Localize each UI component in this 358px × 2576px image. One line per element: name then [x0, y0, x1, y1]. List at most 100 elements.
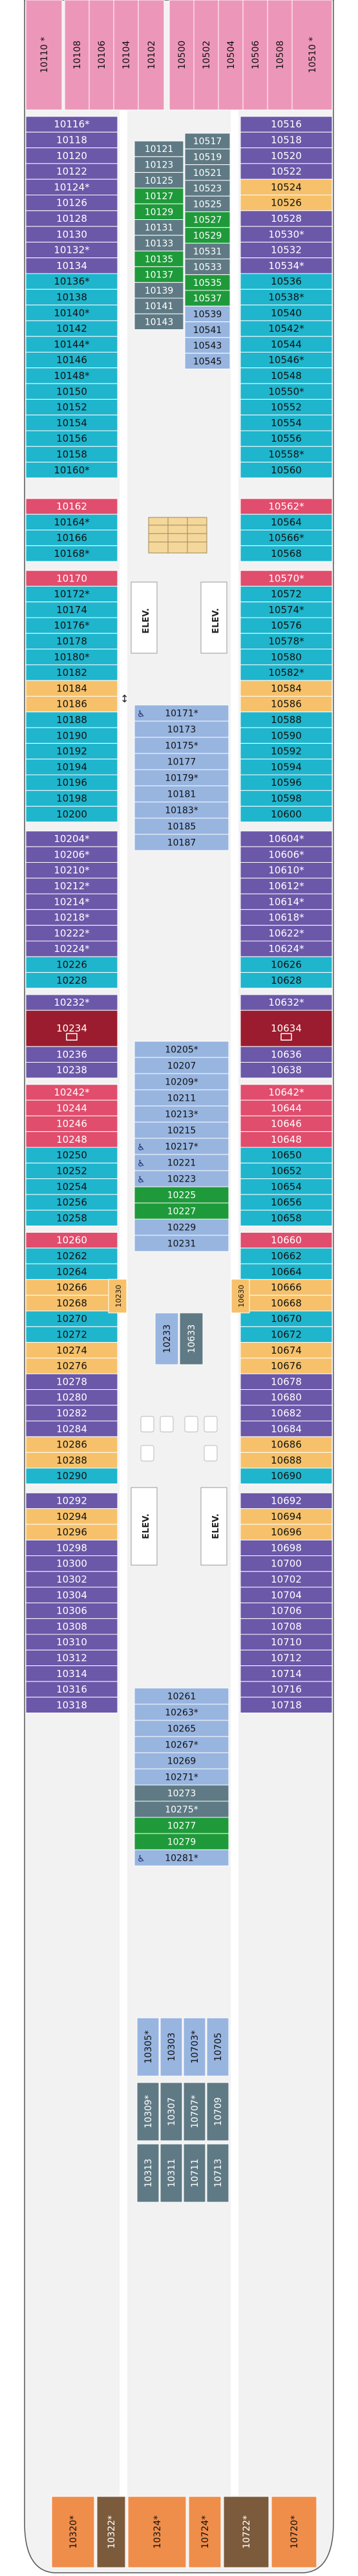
cabin-10175[interactable]: 10175* — [134, 737, 229, 754]
cabin-10284[interactable]: 10284 — [25, 1420, 118, 1437]
cabin-10704[interactable]: 10704 — [240, 1586, 333, 1603]
cabin-10648[interactable]: 10648 — [240, 1131, 333, 1148]
cabin-10276[interactable]: 10276 — [25, 1358, 118, 1374]
cabin-10210[interactable]: 10210* — [25, 862, 118, 879]
cabin-10707[interactable]: 10707* — [183, 2082, 206, 2141]
cabin-10156[interactable]: 10156 — [25, 430, 118, 447]
cabin-10260[interactable]: 10260 — [25, 1232, 118, 1249]
cabin-10290[interactable]: 10290 — [25, 1467, 118, 1484]
cabin-10234[interactable]: 10234 — [25, 1010, 118, 1047]
cabin-10225[interactable]: 10225 — [134, 1186, 229, 1204]
cabin-10618[interactable]: 10618* — [240, 909, 333, 926]
cabin-10610[interactable]: 10610* — [240, 862, 333, 879]
cabin-10560[interactable]: 10560 — [240, 462, 333, 479]
cabin-10124[interactable]: 10124* — [25, 179, 118, 196]
cabin-10279[interactable]: 10279 — [134, 1833, 229, 1850]
cabin-10311[interactable]: 10311 — [160, 2143, 183, 2203]
cabin-10694[interactable]: 10694 — [240, 1508, 333, 1525]
cabin-10658[interactable]: 10658 — [240, 1209, 333, 1226]
cabin-10708[interactable]: 10708 — [240, 1618, 333, 1635]
cabin-10278[interactable]: 10278 — [25, 1373, 118, 1390]
cabin-10217[interactable]: 10217*♿ — [134, 1138, 229, 1155]
cabin-10592[interactable]: 10592 — [240, 742, 333, 760]
cabin-10192[interactable]: 10192 — [25, 742, 118, 760]
cabin-10600[interactable]: 10600 — [240, 806, 333, 823]
cabin-10227[interactable]: 10227 — [134, 1202, 229, 1220]
cabin-10294[interactable]: 10294 — [25, 1508, 118, 1525]
cabin-10624[interactable]: 10624* — [240, 940, 333, 957]
cabin-10628[interactable]: 10628 — [240, 972, 333, 989]
cabin-10525[interactable]: 10525 — [184, 195, 231, 213]
cabin-10724[interactable]: 10724* — [188, 2496, 222, 2568]
cabin-10703[interactable]: 10703* — [183, 2017, 206, 2077]
cabin-10696[interactable]: 10696 — [240, 1524, 333, 1541]
cabin-10672[interactable]: 10672 — [240, 1326, 333, 1343]
cabin-10588[interactable]: 10588 — [240, 711, 333, 728]
cabin-10314[interactable]: 10314 — [25, 1665, 118, 1682]
cabin-10206[interactable]: 10206* — [25, 846, 118, 863]
cabin-10126[interactable]: 10126 — [25, 195, 118, 211]
cabin-10684[interactable]: 10684 — [240, 1420, 333, 1437]
cabin-10188[interactable]: 10188 — [25, 711, 118, 728]
cabin-10710[interactable]: 10710 — [240, 1634, 333, 1651]
cabin-10127[interactable]: 10127 — [134, 188, 184, 204]
cabin-10248[interactable]: 10248 — [25, 1131, 118, 1148]
cabin-10141[interactable]: 10141 — [134, 298, 184, 314]
cabin-10212[interactable]: 10212* — [25, 878, 118, 894]
cabin-10638[interactable]: 10638 — [240, 1062, 333, 1079]
cabin-10268[interactable]: 10268 — [25, 1295, 118, 1312]
cabin-10185[interactable]: 10185 — [134, 817, 229, 835]
cabin-10722[interactable]: 10722* — [223, 2496, 269, 2568]
cabin-10308[interactable]: 10308 — [25, 1618, 118, 1635]
cabin-10271[interactable]: 10271* — [134, 1768, 229, 1786]
cabin-10171[interactable]: 10171*♿ — [134, 704, 229, 722]
cabin-10706[interactable]: 10706 — [240, 1602, 333, 1619]
cabin-10230[interactable]: 10230 — [108, 1279, 127, 1314]
cabin-10160[interactable]: 10160* — [25, 462, 118, 479]
cabin-10223[interactable]: 10223♿ — [134, 1170, 229, 1187]
cabin-10309[interactable]: 10309* — [136, 2082, 160, 2141]
cabin-10170[interactable]: 10170 — [25, 570, 118, 587]
cabin-10612[interactable]: 10612* — [240, 878, 333, 894]
cabin-10121[interactable]: 10121 — [134, 140, 184, 157]
cabin-10150[interactable]: 10150 — [25, 383, 118, 400]
cabin-10238[interactable]: 10238 — [25, 1062, 118, 1079]
cabin-10662[interactable]: 10662 — [240, 1248, 333, 1264]
cabin-10168[interactable]: 10168* — [25, 545, 118, 562]
cabin-10205[interactable]: 10205* — [134, 1041, 229, 1058]
cabin-10224[interactable]: 10224* — [25, 940, 118, 957]
cabin-10164[interactable]: 10164* — [25, 514, 118, 531]
cabin-10636[interactable]: 10636 — [240, 1046, 333, 1063]
cabin-10702[interactable]: 10702 — [240, 1571, 333, 1588]
cabin-10531[interactable]: 10531 — [184, 243, 231, 259]
cabin-10214[interactable]: 10214* — [25, 893, 118, 910]
cabin-10548[interactable]: 10548 — [240, 367, 333, 384]
cabin-10166[interactable]: 10166 — [25, 530, 118, 547]
cabin-10262[interactable]: 10262 — [25, 1248, 118, 1264]
cabin-10118[interactable]: 10118 — [25, 131, 118, 149]
cabin-10502[interactable]: 10502 — [193, 0, 219, 111]
cabin-10312[interactable]: 10312 — [25, 1649, 118, 1667]
cabin-10277[interactable]: 10277 — [134, 1817, 229, 1834]
cabin-10324[interactable]: 10324* — [127, 2496, 187, 2568]
cabin-10211[interactable]: 10211 — [134, 1089, 229, 1107]
cabin-10258[interactable]: 10258 — [25, 1209, 118, 1226]
cabin-10646[interactable]: 10646 — [240, 1115, 333, 1132]
cabin-10544[interactable]: 10544 — [240, 336, 333, 353]
cabin-10543[interactable]: 10543 — [184, 337, 231, 354]
cabin-10242[interactable]: 10242* — [25, 1084, 118, 1101]
cabin-10666[interactable]: 10666 — [240, 1279, 333, 1296]
cabin-10281[interactable]: 10281*♿ — [134, 1849, 229, 1867]
cabin-10713[interactable]: 10713 — [206, 2143, 229, 2203]
cabin-10524[interactable]: 10524 — [240, 179, 333, 196]
cabin-10680[interactable]: 10680 — [240, 1389, 333, 1406]
cabin-10125[interactable]: 10125 — [134, 172, 184, 189]
cabin-10246[interactable]: 10246 — [25, 1115, 118, 1132]
cabin-10688[interactable]: 10688 — [240, 1452, 333, 1469]
cabin-10320[interactable]: 10320* — [51, 2496, 95, 2568]
cabin-10133[interactable]: 10133 — [134, 235, 184, 252]
cabin-10179[interactable]: 10179* — [134, 769, 229, 786]
cabin-10318[interactable]: 10318 — [25, 1696, 118, 1713]
cabin-10700[interactable]: 10700 — [240, 1555, 333, 1572]
cabin-10108[interactable]: 10108 — [64, 0, 90, 111]
